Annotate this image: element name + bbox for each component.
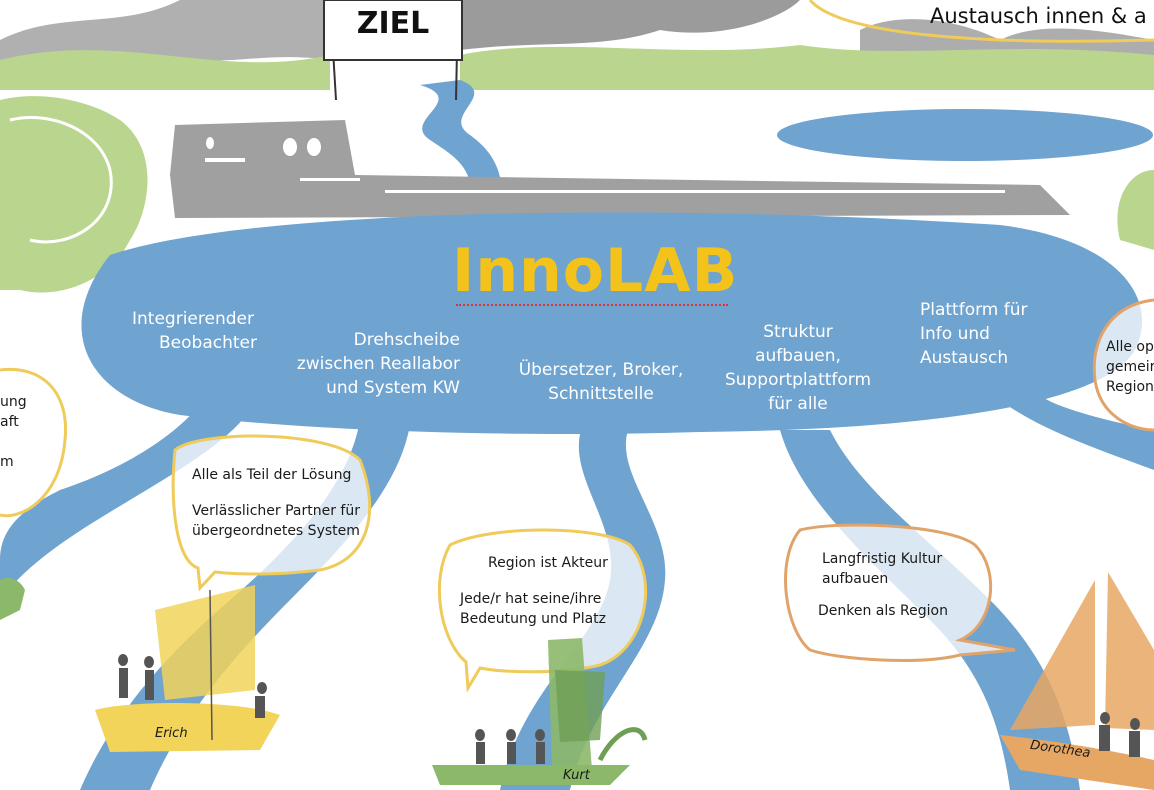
bubble-line <box>818 589 978 601</box>
bubble-line: Verlässlicher Partner für <box>192 503 360 519</box>
lake-label-structure-line: Struktur <box>763 322 833 342</box>
right-trees <box>1117 170 1154 250</box>
title-spellcheck-underline <box>456 302 728 306</box>
boat-name-erich: Erich <box>155 726 188 741</box>
bubble-line: Alle op <box>1106 339 1154 355</box>
bubble-line: Denken als Region <box>818 603 948 619</box>
lake-label-observer-line: Integrierender <box>132 309 254 329</box>
goal-flag <box>323 0 463 101</box>
bubble-dorothea <box>784 523 1016 662</box>
bubble-kurt-text: Region ist Akteur Jede/r hat seine/ihre … <box>460 553 630 629</box>
speech-bubbles <box>0 298 1154 693</box>
lake-label-platform-line: Austausch <box>920 348 1009 368</box>
boat-kurt <box>432 638 648 785</box>
lake-label-translator-line: Schnittstelle <box>548 384 654 404</box>
bubble-left-cut <box>0 367 68 518</box>
goal-flag-label: ZIEL <box>356 6 430 41</box>
bubble-dorothea-text: Langfristig Kultur aufbauen Denken als R… <box>818 549 978 621</box>
lake-label-structure-line: aufbauen, <box>755 346 841 366</box>
bubble-line: Jede/r hat seine/ihre <box>460 591 602 607</box>
bubble-line: gemeir <box>1106 359 1154 375</box>
bubble-line: aufbauen <box>822 571 889 587</box>
grey-dock <box>170 120 1070 218</box>
boat-name-kurt: Kurt <box>563 768 590 783</box>
bubble-line: ung <box>0 394 27 410</box>
lake-label-observer: Integrierender Beobachter <box>118 307 268 355</box>
boat-dorothea <box>1000 572 1154 790</box>
lake-label-hub: Drehscheibe zwischen Reallabor und Syste… <box>280 328 460 400</box>
bubble-left-cut-text: ung aft m <box>0 392 40 472</box>
bubble-right-cut-text: Alle op gemeir Region <box>1106 337 1154 397</box>
bubble-line <box>460 573 630 589</box>
page-title: InnoLAB <box>452 236 739 306</box>
small-lake <box>777 109 1153 161</box>
bubble-erich <box>171 434 372 592</box>
bubble-line: aft <box>0 414 19 430</box>
lake-label-hub-line: und System KW <box>326 378 460 398</box>
bubble-line: Region ist Akteur <box>488 555 608 571</box>
lake-label-platform: Plattform für Info und Austausch <box>920 298 1050 370</box>
boat-erich <box>95 585 280 752</box>
bubble-line: Region <box>1106 379 1154 395</box>
bubble-line: Langfristig Kultur <box>822 551 943 567</box>
bubble-line <box>192 485 372 501</box>
bubble-line: m <box>0 454 14 470</box>
lake-label-structure-line: Supportplattform <box>724 370 872 390</box>
bubble-line <box>0 432 40 452</box>
bubble-line: Bedeutung und Platz <box>460 611 606 627</box>
main-lake <box>81 212 1143 435</box>
lake-label-hub-line: zwischen Reallabor <box>296 354 460 374</box>
bubble-right-cut <box>1092 298 1154 432</box>
mountain-range <box>0 0 1154 90</box>
lake-label-structure-line: für alle <box>768 394 828 414</box>
lake-label-hub-line: Drehscheibe <box>353 330 460 350</box>
lake-label-platform-line: Info und <box>920 324 990 344</box>
lake-label-translator-line: Übersetzer, Broker, <box>518 360 684 380</box>
lake-label-structure: Struktur aufbauen, Supportplattform für … <box>718 320 878 416</box>
bubble-erich-text: Alle als Teil der Lösung Verlässlicher P… <box>192 465 372 541</box>
small-boat-left <box>0 578 25 620</box>
left-trees <box>0 96 148 293</box>
top-speech-bubble-edge <box>808 0 1154 43</box>
top-banner-text: Austausch innen & a <box>930 4 1147 28</box>
bubble-line: übergeordnetes System <box>192 523 360 539</box>
lake-label-platform-line: Plattform für <box>920 300 1028 320</box>
bubble-line: Alle als Teil der Lösung <box>192 467 352 483</box>
bubble-kurt <box>437 528 647 693</box>
lake-label-observer-line: Beobachter <box>159 333 257 353</box>
lake-label-translator: Übersetzer, Broker, Schnittstelle <box>510 358 692 406</box>
